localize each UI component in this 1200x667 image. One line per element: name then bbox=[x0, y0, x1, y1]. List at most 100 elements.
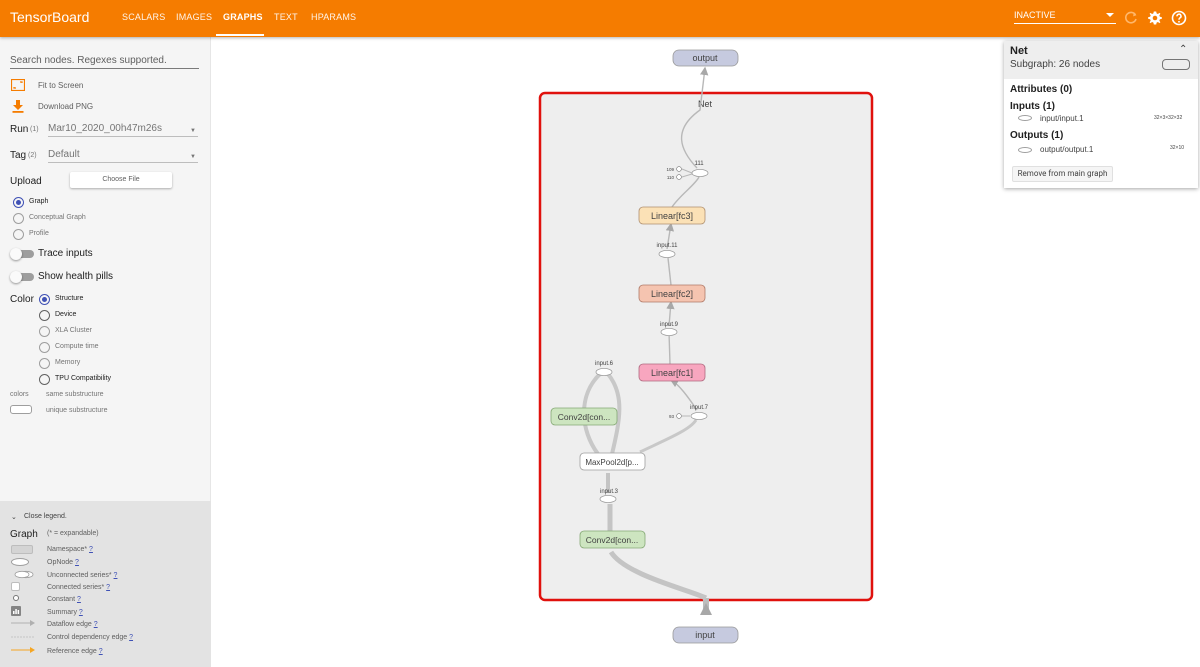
tab-images[interactable]: IMAGES bbox=[176, 12, 213, 22]
expand-node-button[interactable] bbox=[1162, 59, 1190, 70]
node-info-title: Net bbox=[1010, 45, 1028, 57]
radio-conceptual-graph-label: Conceptual Graph bbox=[29, 214, 86, 221]
output-name[interactable]: output/output.1 bbox=[1040, 145, 1094, 154]
node-111[interactable] bbox=[691, 168, 709, 177]
tag-count: (2) bbox=[28, 152, 37, 159]
node-109-label: 109 bbox=[666, 167, 674, 172]
chevron-down-icon: ▼ bbox=[190, 154, 196, 160]
edge-input-conv bbox=[608, 550, 708, 601]
edge-maxpool-input6 bbox=[606, 372, 622, 455]
tag-value: Default bbox=[48, 149, 80, 160]
radio-color-xla[interactable] bbox=[39, 326, 50, 337]
unconnected-series-legend-icon bbox=[14, 570, 34, 579]
radio-conceptual-graph[interactable] bbox=[13, 213, 24, 224]
radio-profile[interactable] bbox=[13, 229, 24, 240]
run-dropdown[interactable]: Mar10_2020_00h47m26s ▼ bbox=[48, 123, 198, 137]
node-info-subgraph: Subgraph: 26 nodes bbox=[1010, 59, 1101, 70]
legend-dataflow-edge: Dataflow edge ? bbox=[47, 621, 98, 628]
linear-fc1-node[interactable] bbox=[638, 363, 706, 382]
plugin-select[interactable]: INACTIVE bbox=[1014, 10, 1116, 24]
download-png-button[interactable]: Download PNG bbox=[38, 102, 94, 111]
trace-inputs-toggle[interactable] bbox=[10, 248, 34, 260]
node-111-label: 111 bbox=[694, 161, 704, 167]
unique-substructure-label: unique substructure bbox=[46, 407, 108, 414]
graph-legend: ⌄ Close legend. Graph (* = expandable) N… bbox=[0, 501, 211, 667]
close-legend-button[interactable]: Close legend. bbox=[24, 513, 67, 520]
unique-substructure-swatch bbox=[10, 405, 32, 414]
legend-connected-series: Connected series* ? bbox=[47, 584, 111, 591]
fit-to-screen-button[interactable]: Fit to Screen bbox=[38, 81, 84, 90]
node-input6[interactable] bbox=[595, 367, 613, 376]
radio-color-memory-label: Memory bbox=[55, 359, 81, 366]
radio-graph[interactable] bbox=[13, 197, 24, 208]
net-namespace[interactable] bbox=[538, 91, 874, 602]
edge-constants-111 bbox=[681, 168, 693, 178]
node-110[interactable] bbox=[676, 174, 682, 180]
maxpool2d-node-label: MaxPool2d[p... bbox=[585, 458, 638, 467]
tab-hparams[interactable]: HPARAMS bbox=[311, 12, 357, 22]
legend-control-edge: Control dependency edge ? bbox=[47, 634, 134, 641]
color-label: Color bbox=[10, 294, 34, 305]
conv2d-node-b[interactable] bbox=[579, 530, 646, 549]
input-shape: 32×3×32×32 bbox=[1154, 115, 1183, 121]
node-input7[interactable] bbox=[690, 411, 708, 420]
legend-unconnected-series: Unconnected series* ? bbox=[47, 572, 118, 579]
linear-fc2-node[interactable] bbox=[638, 284, 706, 303]
namespace-legend-icon bbox=[11, 545, 33, 554]
choose-file-button[interactable]: Choose File bbox=[70, 172, 172, 188]
upload-label: Upload bbox=[10, 176, 42, 187]
output-node[interactable] bbox=[672, 49, 739, 67]
settings-icon[interactable] bbox=[1147, 10, 1163, 26]
node-info-card: Net Subgraph: 26 nodes ⌃ Attributes (0) … bbox=[1004, 41, 1198, 188]
linear-fc1-label: Linear[fc1] bbox=[651, 368, 693, 378]
tag-dropdown[interactable]: Default ▼ bbox=[48, 149, 198, 163]
tab-scalars[interactable]: SCALARS bbox=[122, 12, 166, 22]
health-pills-toggle[interactable] bbox=[10, 271, 34, 283]
tab-graphs[interactable]: GRAPHS bbox=[223, 12, 263, 22]
node-input11[interactable] bbox=[658, 249, 676, 258]
graph-svg[interactable]: Net output input 111 109 110 Linear[fc3] bbox=[211, 37, 1200, 667]
opnode-legend-icon bbox=[11, 558, 29, 566]
node-93[interactable] bbox=[676, 413, 682, 419]
edge-fc3-111 bbox=[671, 176, 700, 208]
conv2d-node-a[interactable] bbox=[550, 407, 618, 426]
radio-graph-label: Graph bbox=[29, 198, 49, 205]
download-icon[interactable] bbox=[12, 100, 24, 113]
radio-color-memory[interactable] bbox=[39, 358, 50, 369]
legend-constant: Constant ? bbox=[47, 596, 81, 603]
radio-color-structure[interactable] bbox=[39, 294, 50, 305]
help-icon[interactable] bbox=[1171, 10, 1187, 26]
fit-to-screen-icon[interactable] bbox=[11, 79, 25, 91]
refresh-icon[interactable] bbox=[1123, 10, 1139, 26]
radio-color-compute-time[interactable] bbox=[39, 342, 50, 353]
edge-fc2-input11 bbox=[667, 257, 672, 286]
input-node[interactable] bbox=[672, 626, 739, 644]
collapse-icon[interactable]: ⌃ bbox=[1179, 44, 1188, 55]
linear-fc3-label: Linear[fc3] bbox=[651, 211, 693, 221]
radio-color-tpu[interactable] bbox=[39, 374, 50, 385]
top-app-bar: TensorBoard SCALARS IMAGES GRAPHS TEXT H… bbox=[0, 0, 1200, 37]
radio-color-device[interactable] bbox=[39, 310, 50, 321]
node-input3-label: input.3 bbox=[600, 489, 619, 495]
node-109[interactable] bbox=[676, 166, 682, 172]
tag-label: Tag bbox=[10, 150, 27, 161]
output-node-label: output bbox=[692, 53, 718, 63]
radio-color-compute-time-label: Compute time bbox=[55, 343, 99, 350]
radio-profile-label: Profile bbox=[29, 230, 49, 237]
search-nodes-input[interactable]: Search nodes. Regexes supported. bbox=[10, 55, 199, 69]
remove-from-main-graph-button[interactable]: Remove from main graph bbox=[1012, 166, 1113, 182]
edge-input11-fc3 bbox=[665, 222, 675, 250]
input-name[interactable]: input/input.1 bbox=[1040, 114, 1084, 123]
legend-namespace: Namespace* ? bbox=[47, 546, 93, 553]
connected-series-legend-icon bbox=[11, 582, 20, 591]
chevron-down-icon: ▼ bbox=[190, 128, 196, 134]
node-input3[interactable] bbox=[599, 494, 617, 503]
node-93-label: 93 bbox=[669, 414, 675, 419]
chevron-down-icon[interactable]: ⌄ bbox=[11, 514, 17, 521]
tab-text[interactable]: TEXT bbox=[274, 12, 298, 22]
run-count: (1) bbox=[30, 126, 39, 133]
linear-fc3-node[interactable] bbox=[638, 206, 706, 225]
node-110-label: 110 bbox=[667, 175, 675, 180]
node-input9[interactable] bbox=[660, 327, 678, 336]
maxpool2d-node[interactable] bbox=[579, 452, 646, 471]
